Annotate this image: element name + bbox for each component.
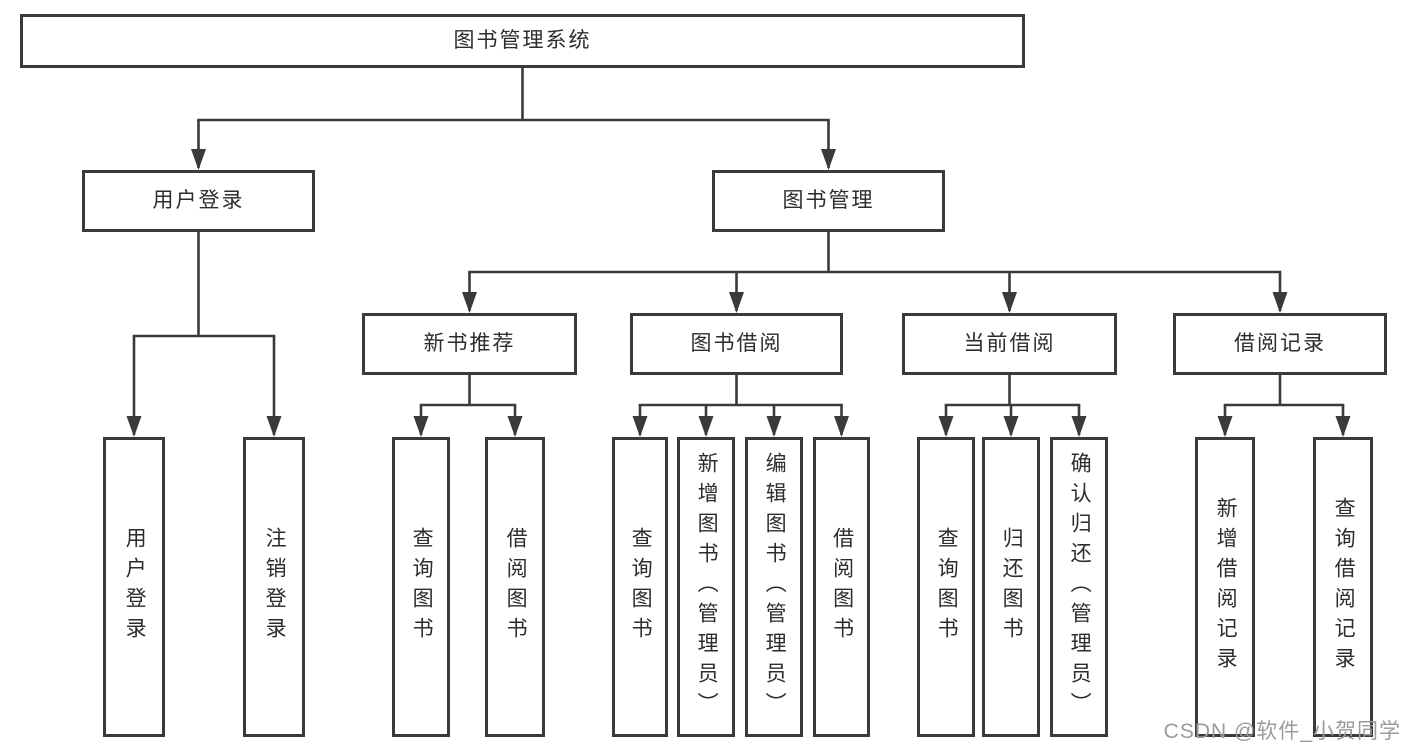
node-label-new-book-rec: 新书推荐 <box>423 331 516 355</box>
node-label-book-mgmt: 图书管理 <box>782 188 875 212</box>
node-label-cb-return-book: 归还图书 <box>1000 527 1024 647</box>
node-label-cb-query-book: 查询图书 <box>935 527 959 647</box>
node-label-nb-borrow-book: 借阅图书 <box>504 527 528 647</box>
watermark: CSDN @软件_小贺同学 <box>1163 720 1401 743</box>
node-label-br-add-record: 新增借阅记录 <box>1214 497 1238 677</box>
node-bb-borrow-book: 借阅图书 <box>813 437 870 737</box>
node-label-bb-edit-book: 编辑图书（管理员） <box>763 452 787 722</box>
node-bb-add-book: 新增图书（管理员） <box>677 437 735 737</box>
node-label-bb-add-book: 新增图书（管理员） <box>695 452 719 722</box>
node-label-bb-query-book: 查询图书 <box>629 527 653 647</box>
node-label-borrow-record: 借阅记录 <box>1234 331 1326 355</box>
node-cb-confirm-return: 确认归还（管理员） <box>1050 437 1108 737</box>
node-br-query-record: 查询借阅记录 <box>1313 437 1373 737</box>
node-new-book-rec: 新书推荐 <box>362 313 577 375</box>
node-user-login: 用户登录 <box>82 170 315 232</box>
node-bb-query-book: 查询图书 <box>612 437 668 737</box>
node-label-br-query-record: 查询借阅记录 <box>1332 497 1356 677</box>
node-cb-query-book: 查询图书 <box>917 437 975 737</box>
node-label-root: 图书管理系统 <box>453 28 592 52</box>
edge-group <box>126 68 1351 437</box>
node-label-bb-borrow-book: 借阅图书 <box>830 527 854 647</box>
node-leaf-user-login: 用户登录 <box>103 437 165 737</box>
node-current-borrow: 当前借阅 <box>902 313 1117 375</box>
node-label-nb-query-book: 查询图书 <box>410 527 434 647</box>
node-label-leaf-logout: 注销登录 <box>263 527 287 647</box>
node-borrow-record: 借阅记录 <box>1173 313 1387 375</box>
node-bb-edit-book: 编辑图书（管理员） <box>745 437 803 737</box>
node-cb-return-book: 归还图书 <box>982 437 1040 737</box>
node-label-current-borrow: 当前借阅 <box>963 331 1056 355</box>
node-nb-query-book: 查询图书 <box>392 437 450 737</box>
node-book-borrow: 图书借阅 <box>630 313 843 375</box>
node-label-user-login: 用户登录 <box>152 188 245 212</box>
node-label-book-borrow: 图书借阅 <box>690 331 783 355</box>
node-root: 图书管理系统 <box>20 14 1025 68</box>
node-leaf-logout: 注销登录 <box>243 437 305 737</box>
node-nb-borrow-book: 借阅图书 <box>485 437 545 737</box>
node-book-mgmt: 图书管理 <box>712 170 945 232</box>
node-label-leaf-user-login: 用户登录 <box>123 527 147 647</box>
node-br-add-record: 新增借阅记录 <box>1195 437 1255 737</box>
node-label-cb-confirm-return: 确认归还（管理员） <box>1068 452 1092 722</box>
